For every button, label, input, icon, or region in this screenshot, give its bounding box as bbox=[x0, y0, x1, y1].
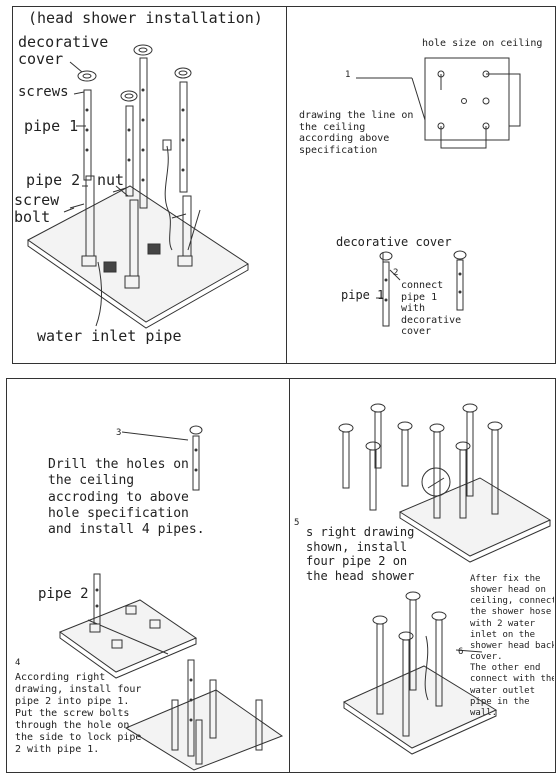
water-inlet-pipe-label: water inlet pipe bbox=[37, 327, 182, 345]
step-2-text: connect pipe 1 with decorative cover bbox=[401, 280, 462, 337]
decorative-cover-label: decorative cover bbox=[18, 33, 109, 69]
pipe-1-label-2: pipe 1 bbox=[341, 288, 385, 302]
nut-label: nut bbox=[97, 171, 125, 189]
step-1-number: 1 bbox=[345, 70, 351, 80]
hole-size-on-ceiling-label: hole size on ceiling bbox=[422, 38, 543, 49]
step-4-text: According right drawing, install four pi… bbox=[15, 672, 142, 755]
step-3-text: Drill the holes on the ceiling accroding… bbox=[48, 457, 205, 537]
pipe-1-label: pipe 1 bbox=[24, 117, 79, 135]
head-shower-installation-title: (head shower installation) bbox=[28, 9, 263, 27]
step-6-text: After fix the shower head on ceiling, co… bbox=[470, 574, 554, 718]
step-1-text: drawing the line on the ceiling accordin… bbox=[299, 110, 414, 156]
step-6-number: 6 bbox=[458, 647, 464, 657]
panel4-drawing bbox=[338, 403, 552, 755]
decorative-cover-label-2: decorative cover bbox=[336, 235, 452, 249]
step-3-number: 3 bbox=[116, 428, 122, 438]
panel-top-divider bbox=[286, 6, 287, 364]
panel-bottom-divider bbox=[289, 378, 290, 773]
step-4-number: 4 bbox=[15, 658, 21, 668]
panel2-drawing bbox=[356, 57, 521, 327]
step-5-number: 5 bbox=[294, 518, 300, 528]
panel1-drawing bbox=[27, 44, 249, 329]
screw-bolt-label: screw bolt bbox=[14, 191, 60, 227]
step-2-number: 2 bbox=[393, 268, 399, 278]
pipe-2-label-2: pipe 2 bbox=[38, 586, 89, 602]
panel3-drawing bbox=[58, 425, 284, 771]
step-5-text: s right drawing shown, install four pipe… bbox=[306, 525, 415, 583]
pipe-2-label: pipe 2 bbox=[26, 171, 81, 189]
screws-label: screws bbox=[18, 84, 69, 100]
